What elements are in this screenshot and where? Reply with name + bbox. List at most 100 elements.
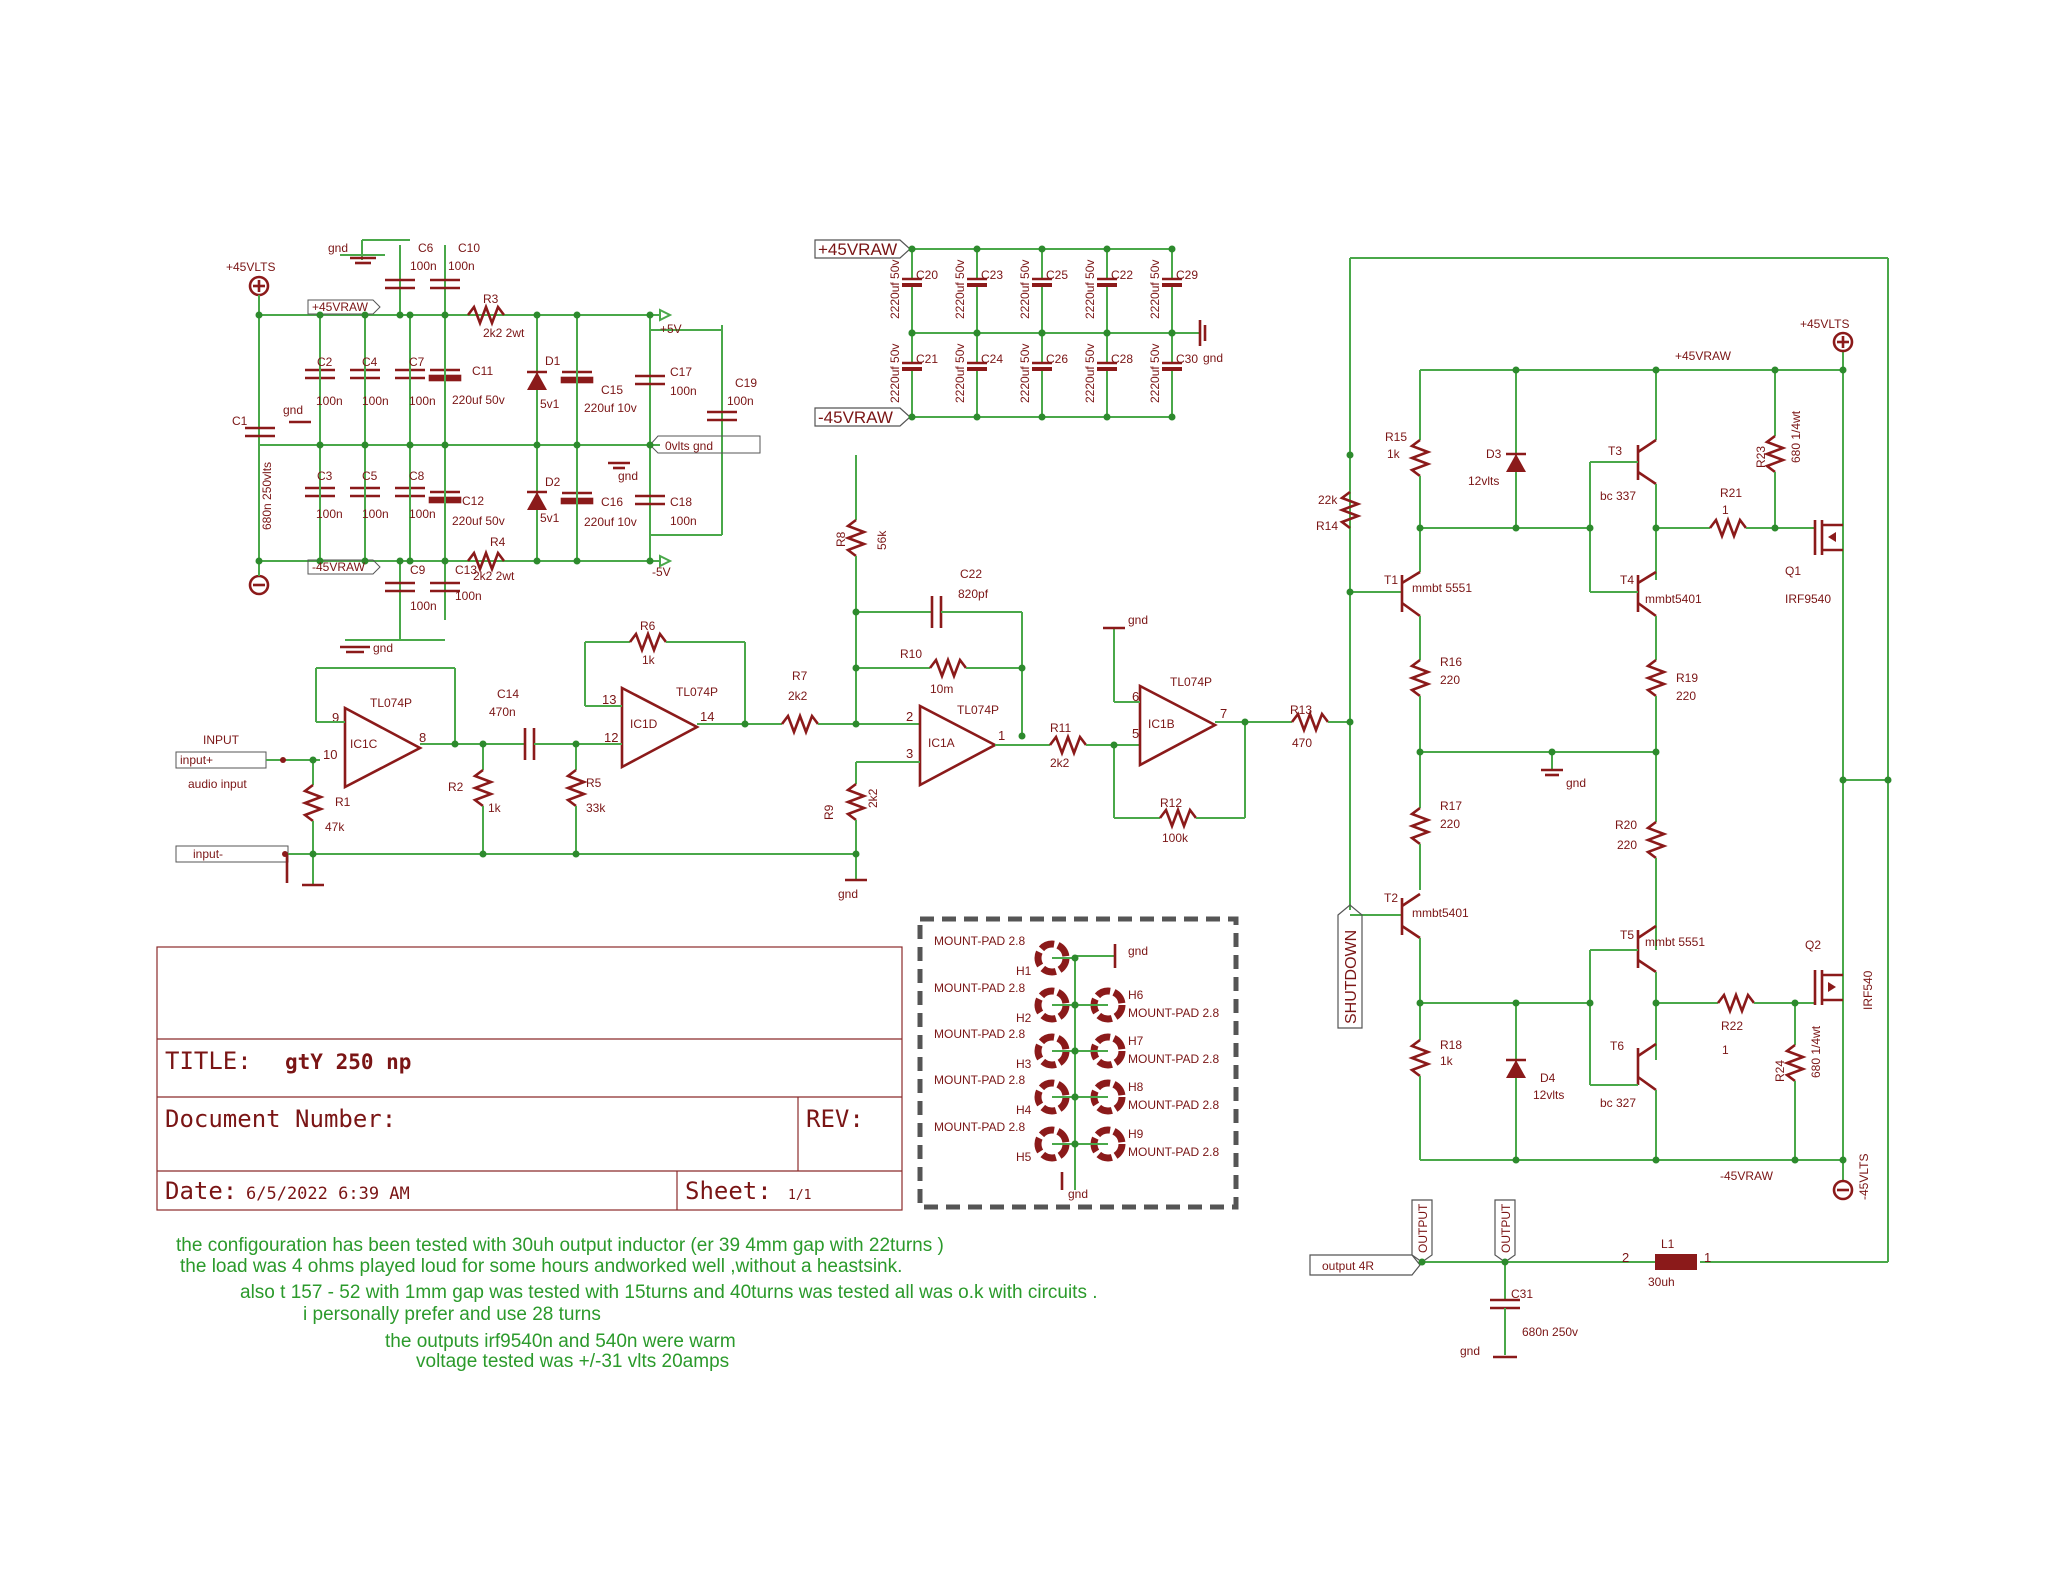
ic1a-pin1: 1 — [998, 728, 1005, 743]
l1-pin2: 2 — [1622, 1250, 1629, 1265]
bank-cap-value: 2220uf 50v — [1083, 344, 1097, 403]
sheet-label: Sheet: — [685, 1177, 772, 1205]
r21-label: R21 — [1720, 486, 1742, 500]
c8-label: C8 — [409, 469, 425, 483]
mount-pad-type-label: MOUNT-PAD 2.8 — [1128, 1098, 1219, 1112]
mount-pad-h-label: H3 — [1016, 1057, 1032, 1071]
d1-label: D1 — [545, 354, 561, 368]
t6-value: bc 327 — [1600, 1096, 1636, 1110]
bank-m45raw-label: -45VRAW — [818, 408, 893, 427]
r20-value: 220 — [1617, 838, 1637, 852]
r5-value: 33k — [586, 801, 606, 815]
ic1d-part: TL074P — [676, 685, 718, 699]
note-line-6: voltage tested was +/-31 vlts 20amps — [416, 1351, 730, 1372]
r1-label: R1 — [335, 795, 351, 809]
c7-value: 100n — [409, 394, 436, 408]
input-plus-label: input+ — [180, 753, 213, 767]
ic1a-pin2: 2 — [906, 709, 913, 724]
c2-value: 100n — [316, 394, 343, 408]
c2-label: C2 — [317, 355, 333, 369]
d2-label: D2 — [545, 475, 561, 489]
output-label-1: OUTPUT — [1416, 1203, 1430, 1253]
note-line-3: also t 157 - 52 with 1mm gap was tested … — [240, 1282, 1098, 1303]
power-supply-section: +45VLTS — [226, 239, 761, 655]
r6-label: R6 — [640, 619, 656, 633]
r14-value: 22k — [1318, 493, 1338, 507]
bank-cap-value: 2220uf 50v — [1148, 344, 1162, 403]
gnd-ic1a: gnd — [838, 887, 858, 901]
bank-cap-label: C22 — [1111, 268, 1133, 282]
ic1b-pin5: 5 — [1132, 726, 1139, 741]
t6-label: T6 — [1610, 1039, 1624, 1053]
input-minus-label: input- — [193, 847, 223, 861]
l1-label: L1 — [1661, 1237, 1675, 1251]
c6-value: 100n — [410, 259, 437, 273]
mount-pad-type-label: MOUNT-PAD 2.8 — [934, 1073, 1025, 1087]
d4-value: 12vlts — [1533, 1088, 1564, 1102]
c18-label: C18 — [670, 495, 692, 509]
output-4r-label: output 4R — [1322, 1259, 1374, 1273]
c16-label: C16 — [601, 495, 623, 509]
date-value: 6/5/2022 6:39 AM — [246, 1184, 410, 1204]
l1-pin1: 1 — [1704, 1250, 1711, 1265]
c9-value: 100n — [410, 599, 437, 613]
mount-pad-type-label: MOUNT-PAD 2.8 — [1128, 1006, 1219, 1020]
ps-m5-label: -5V — [652, 565, 671, 579]
r10-label: R10 — [900, 647, 922, 661]
d1-value: 5v1 — [540, 397, 560, 411]
c11-label: C11 — [472, 364, 493, 378]
bank-cap-value: 2220uf 50v — [888, 344, 902, 403]
r3-value: 2k2 2wt — [483, 326, 525, 340]
c15-value: 220uf 10v — [584, 401, 637, 415]
ic1c-pin9: 9 — [332, 710, 339, 725]
c5-value: 100n — [362, 507, 389, 521]
c13-value: 100n — [455, 589, 482, 603]
mount-pad-h-label: H2 — [1016, 1011, 1032, 1025]
ic1c-pin10: 10 — [323, 747, 337, 762]
r9-label: R9 — [822, 804, 836, 820]
c8-value: 100n — [409, 507, 436, 521]
out-p45raw-label: +45VRAW — [1675, 349, 1732, 363]
audio-input-label: audio input — [188, 777, 247, 791]
d3-value: 12vlts — [1468, 474, 1499, 488]
note-line-2: the load was 4 ohms played loud for some… — [180, 1256, 903, 1277]
q1-value: IRF9540 — [1785, 592, 1831, 606]
c31-label: C31 — [1511, 1287, 1533, 1301]
q1-label: Q1 — [1785, 564, 1801, 578]
r12-value: 100k — [1162, 831, 1189, 845]
t3-label: T3 — [1608, 444, 1622, 458]
bank-cap-value: 2220uf 50v — [1018, 260, 1032, 319]
gnd-out: gnd — [1566, 776, 1586, 790]
r24-label: R24 — [1773, 1060, 1787, 1082]
c4-label: C4 — [362, 355, 378, 369]
c7-label: C7 — [409, 355, 425, 369]
ic1c-pin8: 8 — [419, 730, 426, 745]
r22-label: R22 — [1721, 1019, 1743, 1033]
date-label: Date: — [165, 1177, 237, 1205]
t1-value: mmbt 5551 — [1412, 581, 1472, 595]
ic1b-label: IC1B — [1148, 717, 1175, 731]
gnd-ic1b: gnd — [1128, 613, 1148, 627]
r16-label: R16 — [1440, 655, 1462, 669]
ps-gnd1: gnd — [328, 241, 348, 255]
r10-value: 10m — [930, 682, 953, 696]
note-line-4: i personally prefer and use 28 turns — [303, 1304, 601, 1325]
